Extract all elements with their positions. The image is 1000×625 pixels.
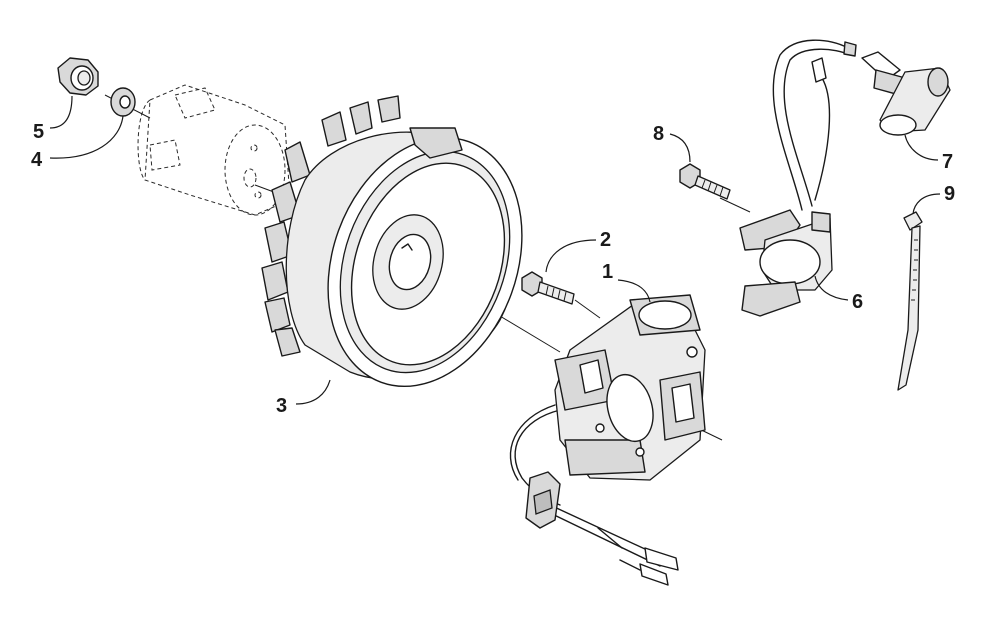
callout-label: 4 xyxy=(31,149,43,171)
ignition-coil-part-6 xyxy=(739,39,857,317)
callout-2: 2 xyxy=(545,229,611,273)
callout-label: 8 xyxy=(653,123,664,145)
bolt-part-2 xyxy=(521,271,575,305)
callout-1: 1 xyxy=(602,261,651,303)
bolt-part-8 xyxy=(679,163,731,200)
callout-label: 2 xyxy=(600,229,611,251)
nut-part-5 xyxy=(57,57,99,96)
callout-label: 6 xyxy=(852,291,863,313)
callout-label: 9 xyxy=(944,183,955,205)
stator-part-1 xyxy=(509,294,706,586)
spark-plug-cap-part-7 xyxy=(861,51,951,136)
callout-label: 7 xyxy=(942,151,953,173)
callout-3: 3 xyxy=(276,379,331,417)
callout-label: 1 xyxy=(602,261,613,283)
flywheel-part-3 xyxy=(261,95,523,388)
crankshaft-ghost xyxy=(137,84,291,216)
callout-label: 3 xyxy=(276,395,287,417)
callout-5: 5 xyxy=(33,95,73,143)
washer-part-4 xyxy=(110,87,136,117)
callout-9: 9 xyxy=(912,183,955,215)
cable-tie-part-9 xyxy=(897,211,923,391)
callout-8: 8 xyxy=(653,123,691,163)
callout-7: 7 xyxy=(904,134,953,173)
callout-4: 4 xyxy=(31,115,124,171)
callout-6: 6 xyxy=(814,275,863,313)
callout-label: 5 xyxy=(33,121,44,143)
